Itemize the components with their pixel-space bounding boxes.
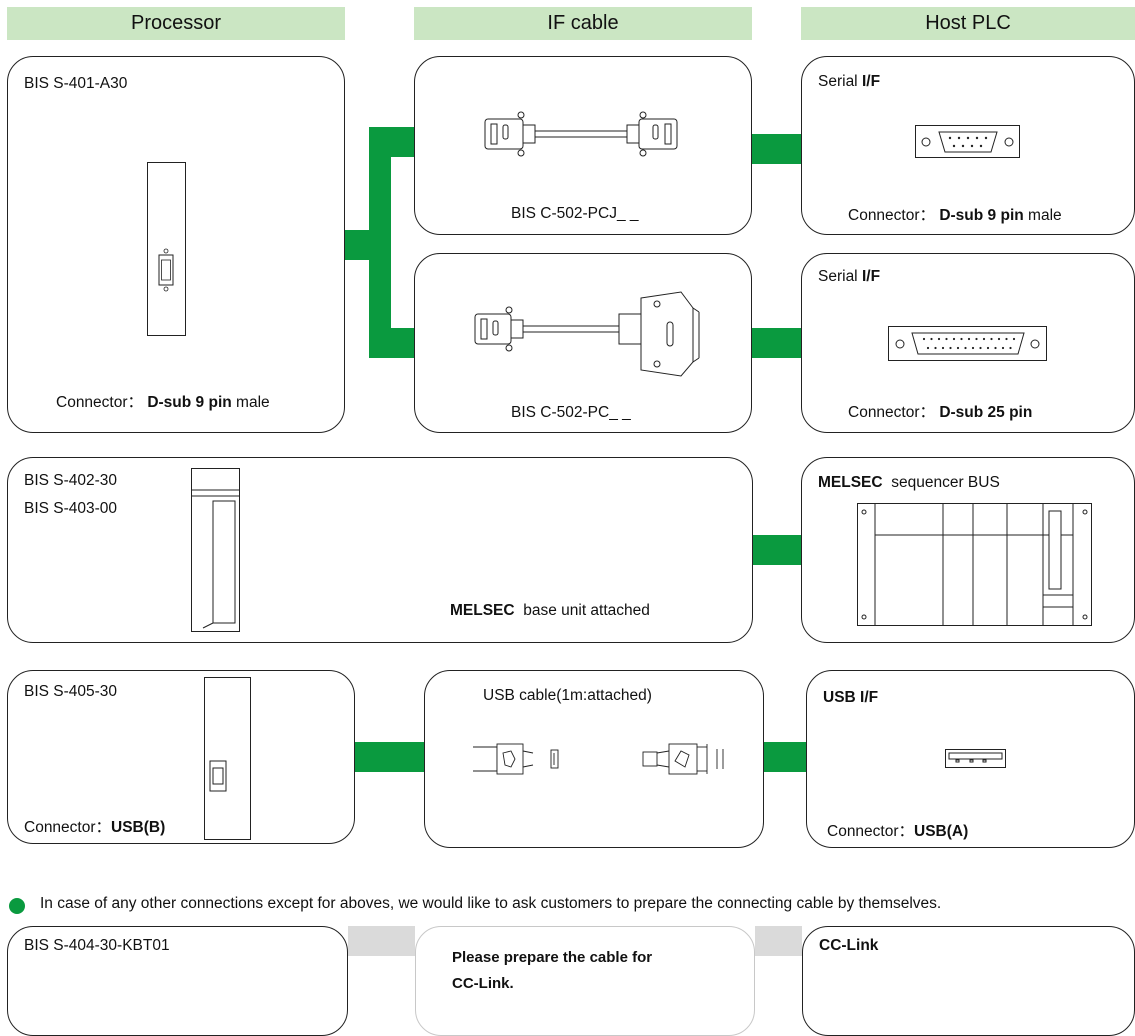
processor-note-melsec: MELSEC base unit attached — [450, 602, 650, 619]
header-host-plc: Host PLC — [801, 7, 1135, 40]
host-box-serial-25pin: Serial I/F Connector： D-sub 25 pin — [801, 253, 1135, 433]
cable-9pin-9pin-illustration — [484, 111, 678, 157]
cable-label-usb: USB cable(1m:attached) — [483, 687, 652, 704]
note-text: In case of any other connections except … — [40, 895, 942, 912]
cable-box-cclink: Please prepare the cable for CC-Link. — [415, 926, 755, 1036]
processor-model-s405: BIS S-405-30 — [24, 683, 118, 700]
processor-unit-9pin-illustration — [147, 162, 186, 336]
usb-cable-a-end-illustration — [642, 743, 724, 775]
connector-bar-row3-host — [764, 742, 806, 772]
processor-model: BIS S-401-A30 — [24, 75, 128, 92]
processor-box-usb: BIS S-405-30 Connector：USB(B) — [7, 670, 355, 844]
note-bullet-icon — [9, 898, 25, 914]
cable-box-pc: BIS C-502-PC_ _ — [414, 253, 752, 433]
host-box-melsec-bus: MELSEC sequencer BUS — [801, 457, 1135, 643]
melsec-base-unit-illustration — [857, 503, 1092, 626]
connector-bar-row3-processor — [355, 742, 424, 772]
host-box-serial-9pin: Serial I/F Connector： D-sub 9 pin male — [801, 56, 1135, 235]
processor-model-s403: BIS S-403-00 — [24, 500, 118, 517]
host-title-cclink: CC-Link — [819, 937, 879, 954]
host-connector-usb-a: Connector：USB(A) — [827, 823, 969, 840]
dsub-25pin-female-icon — [888, 326, 1047, 361]
processor-box-s401: BIS S-401-A30 Connector： D-sub 9 pin mal… — [7, 56, 345, 433]
processor-unit-usb-b-illustration — [204, 677, 251, 840]
connector-bar-row1-processor — [345, 230, 369, 260]
connector-bar-row1a-host — [752, 134, 801, 164]
connector-bar-row1-bottom — [369, 328, 414, 358]
host-connector-serial-9pin: Connector： D-sub 9 pin male — [848, 207, 1062, 224]
host-title-serial-25pin: Serial I/F — [818, 268, 881, 285]
host-title-serial-9pin: Serial I/F — [818, 73, 881, 90]
processor-box-melsec: BIS S-402-30 BIS S-403-00 MELSEC base un… — [7, 457, 753, 643]
cable-note-cclink-1: Please prepare the cable for — [452, 949, 653, 966]
cable-box-pcj: BIS C-502-PCJ_ _ — [414, 56, 752, 235]
host-connector-serial-25pin: Connector： D-sub 25 pin — [848, 404, 1033, 421]
connector-bar-row2-host — [753, 535, 801, 565]
processor-box-cclink: BIS S-404-30-KBT01 — [7, 926, 348, 1036]
header-if-cable: IF cable — [414, 7, 752, 40]
cable-model-pc: BIS C-502-PC_ _ — [511, 404, 631, 421]
usb-cable-b-end-illustration — [473, 743, 559, 775]
connector-bar-row1-vertical — [369, 127, 391, 358]
host-title-usb: USB I/F — [823, 689, 879, 706]
connector-bar-row1b-host — [752, 328, 801, 358]
cable-model-pcj: BIS C-502-PCJ_ _ — [511, 205, 639, 222]
dsub-9pin-female-icon — [915, 125, 1020, 158]
usb-a-port-icon — [945, 749, 1006, 768]
host-box-cclink: CC-Link — [802, 926, 1135, 1036]
cable-note-cclink-2: CC-Link. — [452, 975, 514, 992]
connector-bar-row4-left — [348, 926, 415, 956]
connector-bar-row4-right — [755, 926, 802, 956]
cable-box-usb: USB cable(1m:attached) — [424, 670, 764, 848]
processor-connector-usb-b: Connector：USB(B) — [24, 819, 166, 836]
cable-9pin-25pin-illustration — [474, 291, 700, 377]
processor-connector-label: Connector： D-sub 9 pin male — [56, 394, 270, 411]
processor-model-s402: BIS S-402-30 — [24, 472, 118, 489]
melsec-module-illustration — [191, 468, 240, 632]
connector-bar-row1-top — [369, 127, 414, 157]
header-processor: Processor — [7, 7, 345, 40]
host-box-usb: USB I/F Connector：USB(A) — [806, 670, 1135, 848]
processor-model-s404: BIS S-404-30-KBT01 — [24, 937, 170, 954]
host-title-melsec: MELSEC sequencer BUS — [818, 474, 1000, 491]
